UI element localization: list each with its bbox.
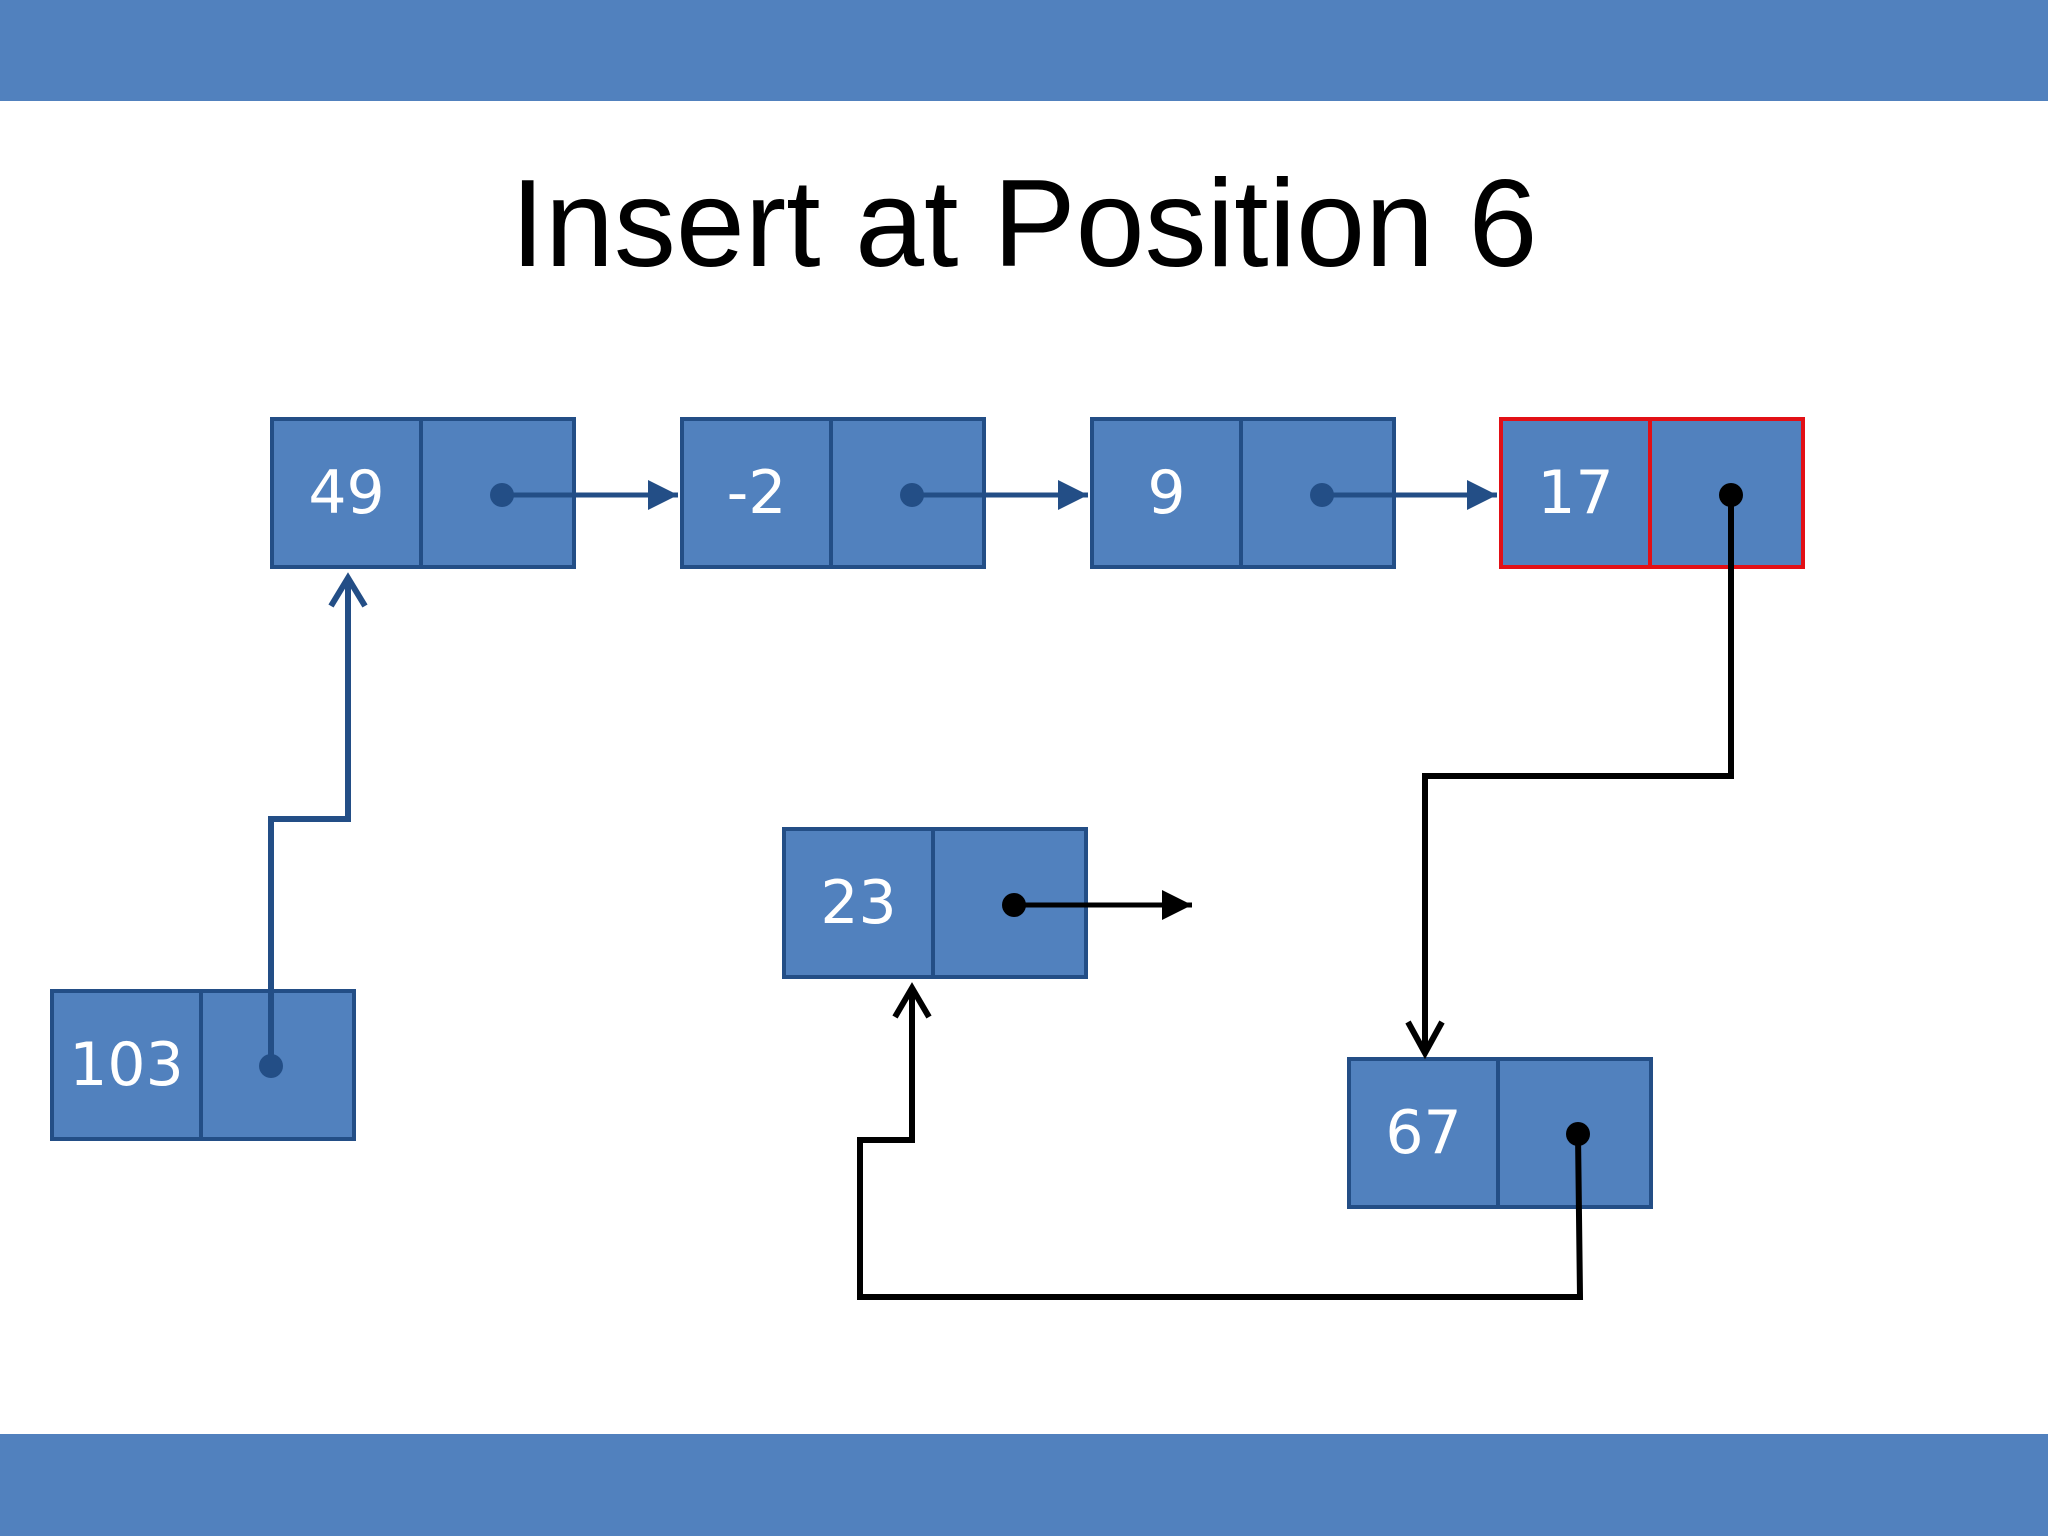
slide-title: Insert at Position 6 (510, 155, 1538, 293)
node-23-next-cell (935, 831, 1084, 975)
node-67: 67 (1347, 1057, 1653, 1209)
footer-band (0, 1434, 2048, 1536)
node-23-value: 23 (786, 831, 935, 975)
node-49: 49 (270, 417, 576, 569)
pointer-path (1422, 495, 1734, 1053)
node-9: 9 (1090, 417, 1396, 569)
node-17: 17 (1499, 417, 1805, 569)
node-67-next-cell (1500, 1061, 1649, 1205)
node-23: 23 (782, 827, 1088, 979)
node-49-next-cell (423, 421, 572, 565)
node-103: 103 (50, 989, 356, 1141)
arrowhead-open (1405, 1020, 1445, 1060)
node-minus2: -2 (680, 417, 986, 569)
node-103-next-cell (203, 993, 352, 1137)
node-17-next-cell (1652, 421, 1801, 565)
node-9-next-cell (1243, 421, 1392, 565)
node-103-value: 103 (54, 993, 203, 1137)
node-67-value: 67 (1351, 1061, 1500, 1205)
node-17-value: 17 (1503, 421, 1652, 565)
arrowhead-open (892, 982, 932, 1019)
node-9-value: 9 (1094, 421, 1243, 565)
arrowhead-open (328, 572, 368, 608)
node-minus2-value: -2 (684, 421, 833, 565)
header-band (0, 0, 2048, 101)
node-minus2-next-cell (833, 421, 982, 565)
node-49-value: 49 (274, 421, 423, 565)
